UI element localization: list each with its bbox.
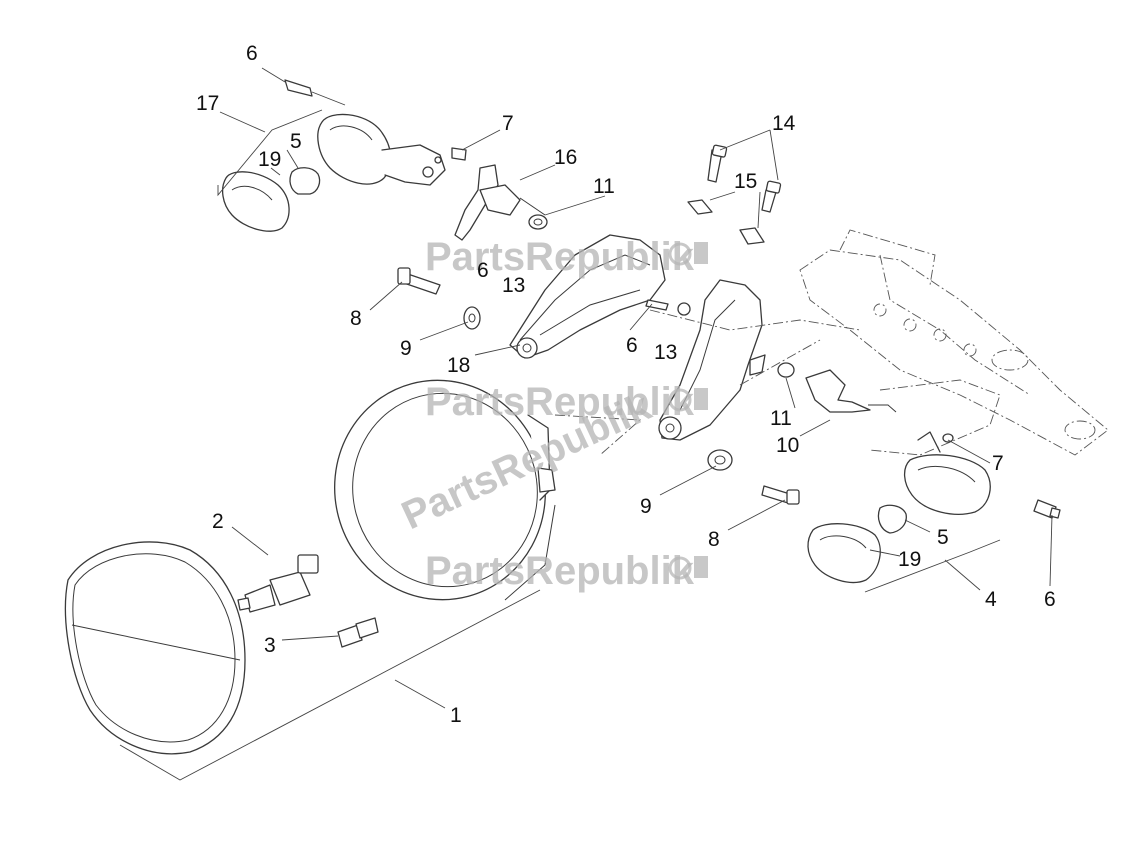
callout-14: 14 — [772, 112, 796, 135]
callout-9: 9 — [400, 337, 412, 360]
callout-3: 3 — [264, 634, 276, 657]
watermark-2: PartsRepublik — [425, 380, 708, 424]
headlight-bulb — [237, 554, 319, 613]
right-bracket-parts — [777, 362, 1001, 456]
callout-6: 6 — [477, 259, 489, 282]
watermark-text: PartsRepublik — [425, 235, 695, 279]
callout-13: 13 — [654, 341, 677, 364]
callout-6: 6 — [1044, 588, 1056, 611]
headlight-bracket-right — [658, 279, 766, 441]
flag-icon — [694, 556, 708, 578]
callout-1: 1 — [450, 704, 462, 727]
headlight-lens — [64, 541, 246, 755]
bolt-washer-left — [397, 267, 481, 330]
callout-4: 4 — [985, 588, 997, 611]
callout-19: 19 — [898, 548, 921, 571]
dashed-bracket-links — [554, 309, 861, 456]
watermark-text: PartsRepublik — [425, 549, 695, 593]
triple-clamp-outline — [799, 229, 1109, 456]
bolt-washer-right — [707, 449, 800, 505]
callout-18: 18 — [447, 354, 470, 377]
flag-icon — [694, 388, 708, 410]
callout-5: 5 — [290, 130, 302, 153]
callout-17: 17 — [196, 92, 219, 115]
callout-2: 2 — [212, 510, 224, 533]
callout-6: 6 — [626, 334, 638, 357]
callout-7: 7 — [502, 112, 514, 135]
gear-icon — [668, 242, 692, 266]
left-bracket — [454, 164, 546, 241]
group-frames — [119, 109, 1001, 781]
callout-10: 10 — [776, 434, 799, 457]
callout-15: 15 — [734, 170, 757, 193]
gear-icon — [668, 556, 692, 580]
turn-signal-right-assembly — [807, 431, 1061, 584]
callout-5: 5 — [937, 526, 949, 549]
headlight-housing — [334, 379, 556, 601]
callout-13: 13 — [502, 274, 525, 297]
watermark-3: PartsRepublik — [425, 549, 708, 593]
callout-7: 7 — [992, 452, 1004, 475]
turn-signal-left-assembly — [221, 79, 467, 232]
callout-11: 11 — [593, 175, 615, 198]
watermark-1: PartsRepublik — [425, 235, 708, 279]
parking-bulb — [337, 617, 379, 648]
headlight-bracket-left — [509, 234, 666, 359]
flag-icon — [694, 242, 708, 264]
watermark-text: PartsRepublik — [425, 380, 695, 424]
screws-13 — [645, 299, 691, 316]
bolts-top — [687, 144, 782, 245]
callout-8: 8 — [350, 307, 362, 330]
leader-lines — [219, 67, 1053, 709]
callout-16: 16 — [554, 146, 577, 169]
callout-8: 8 — [708, 528, 720, 551]
callout-9: 9 — [640, 495, 652, 518]
spacer-left — [528, 214, 548, 230]
callout-numbers: 6 17 5 19 7 16 11 14 15 6 13 8 9 18 6 13… — [196, 42, 1056, 727]
callout-11: 11 — [770, 407, 792, 430]
callout-19: 19 — [258, 148, 281, 171]
gear-icon — [668, 388, 692, 412]
callout-6: 6 — [246, 42, 258, 65]
